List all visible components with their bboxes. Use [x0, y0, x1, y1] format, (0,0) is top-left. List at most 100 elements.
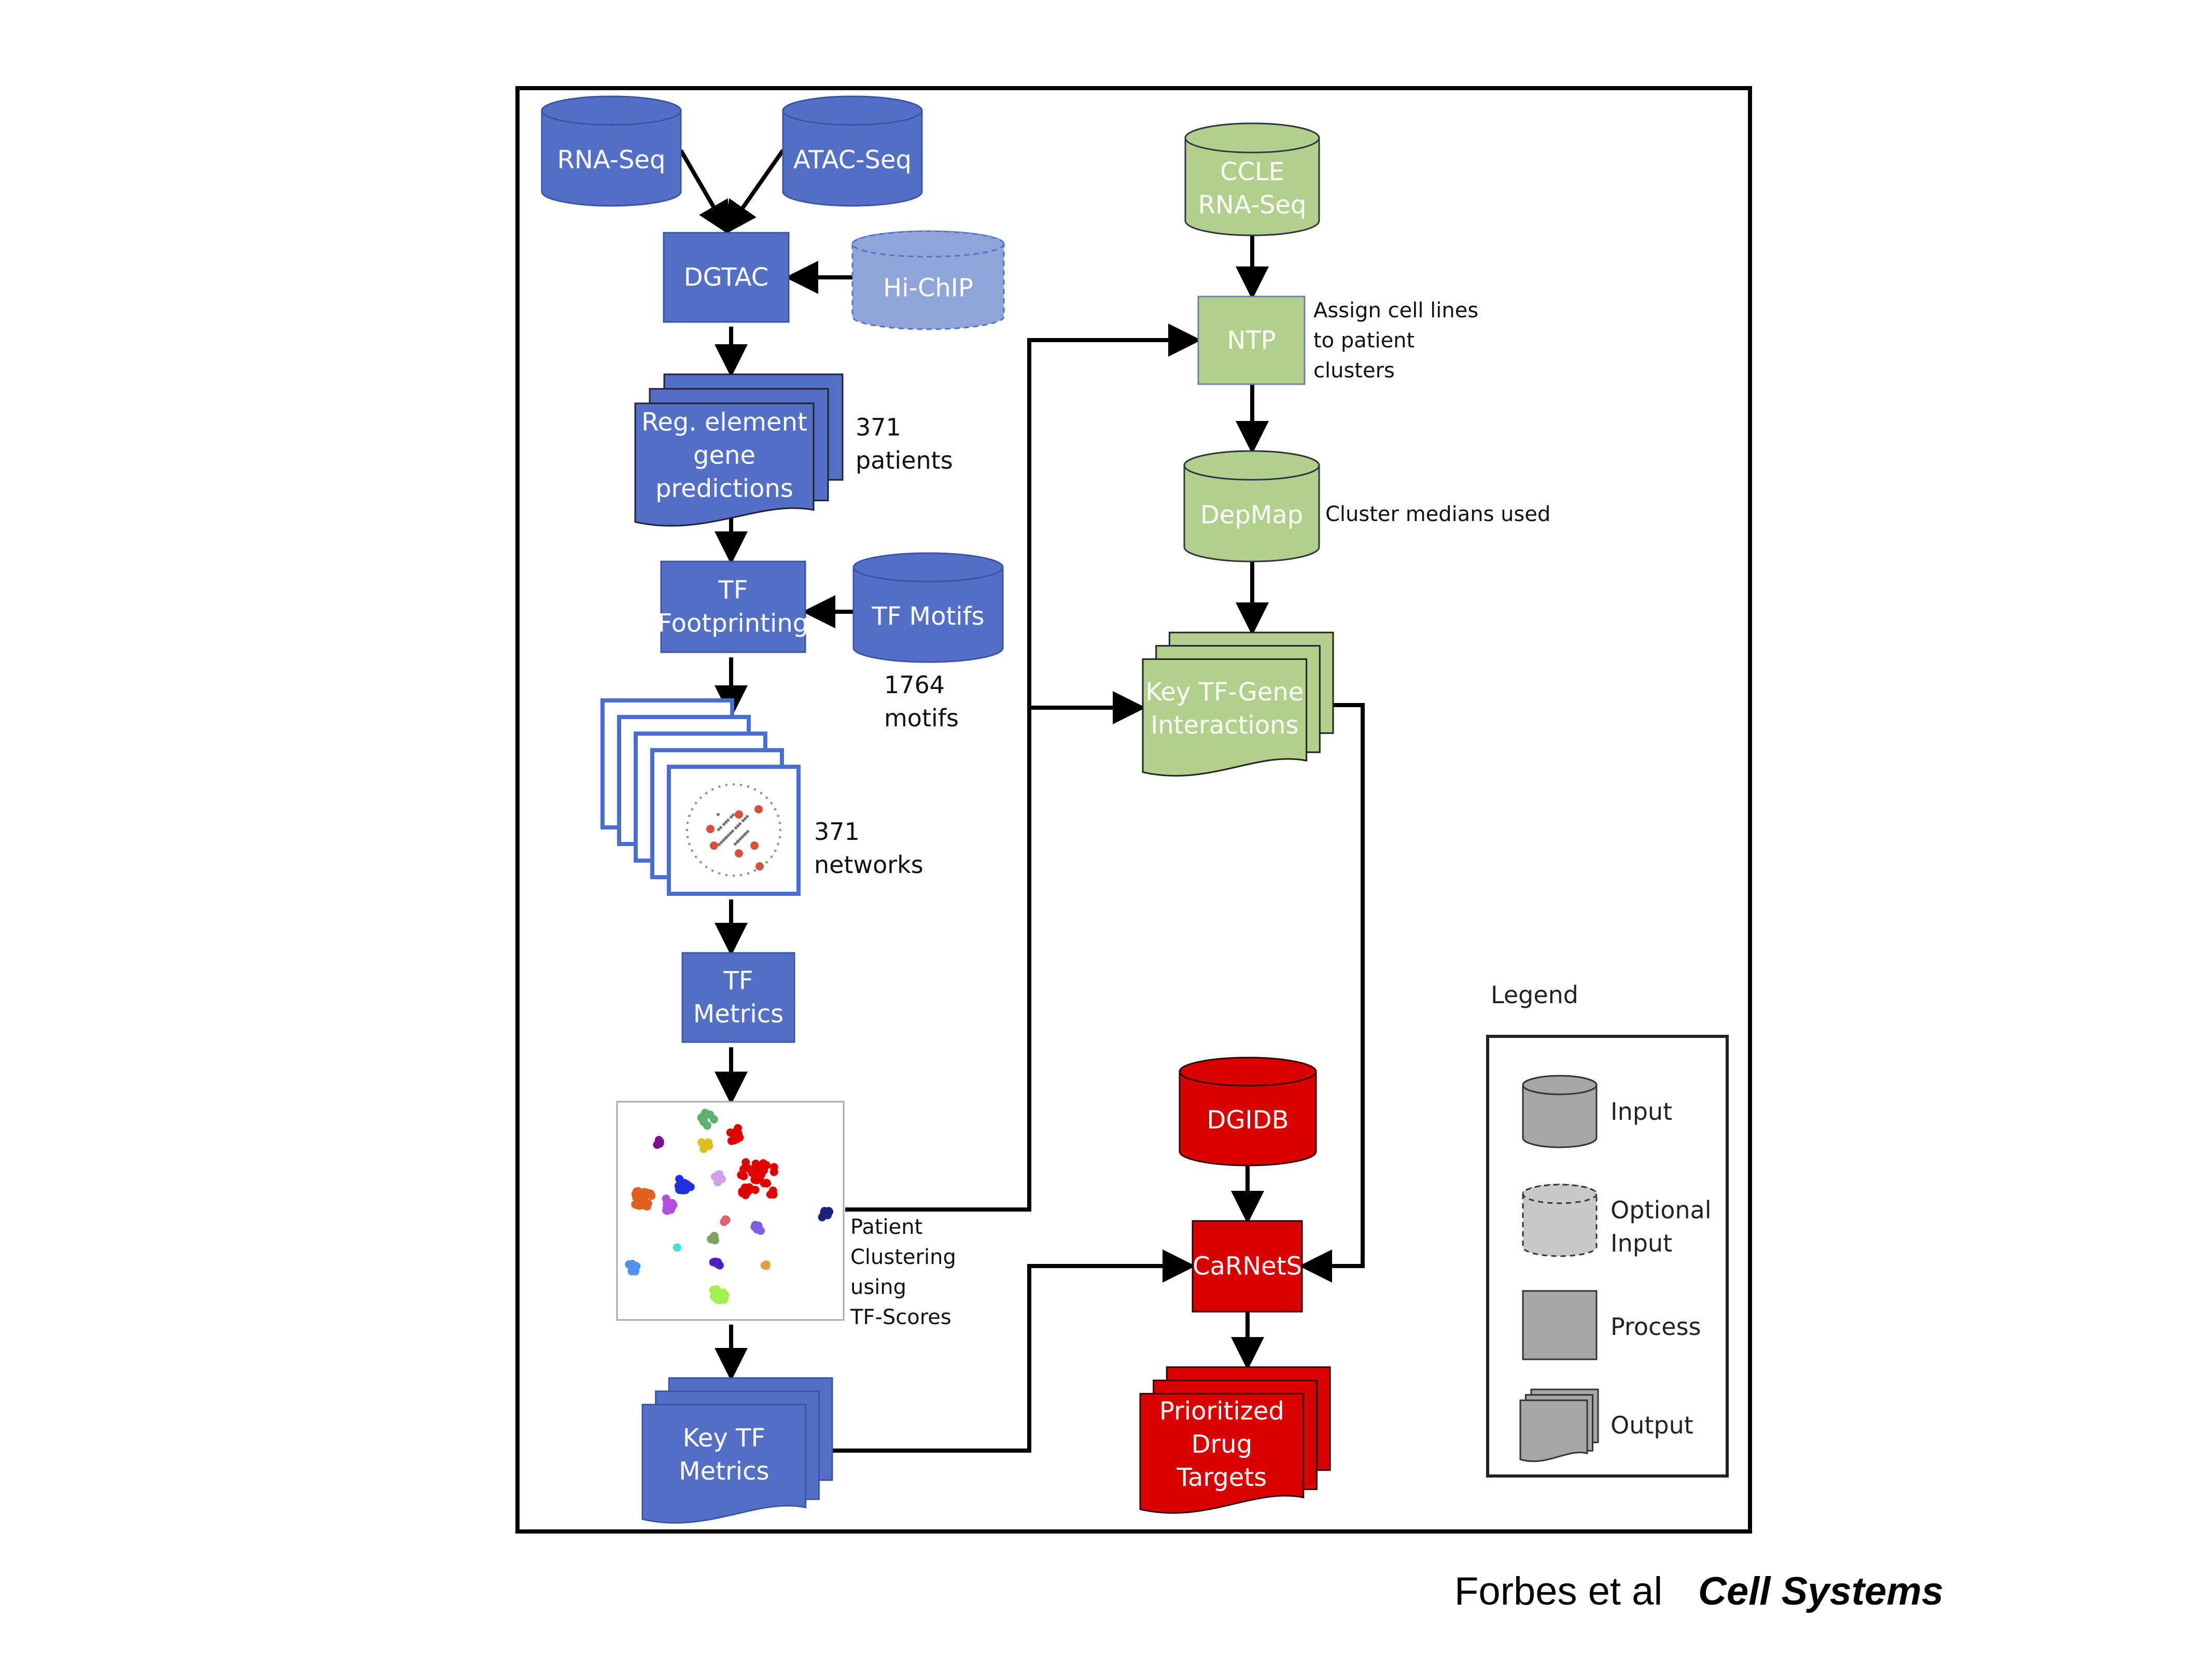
network-node: [778, 821, 781, 824]
node-label: Prioritized: [1159, 1397, 1284, 1426]
node-label: predictions: [655, 474, 793, 503]
dgidb-input: DGIDB: [1179, 1057, 1317, 1166]
node-label: Key TF: [683, 1424, 765, 1453]
cluster-point: [751, 1159, 760, 1168]
network-stack: [600, 698, 801, 896]
node-label: Reg. element: [641, 407, 807, 437]
node-note: 371: [856, 413, 901, 441]
node-note: motifs: [884, 704, 959, 732]
cluster-point: [709, 1292, 718, 1301]
node-label: RNA-Seq: [557, 145, 666, 174]
cluster-point: [760, 1261, 769, 1270]
network-node: [688, 814, 691, 818]
cluster-point: [768, 1186, 777, 1195]
cluster-point: [734, 1130, 743, 1138]
network-node: [717, 813, 720, 816]
network-hub-node: [755, 862, 764, 870]
cluster-point: [722, 1215, 731, 1224]
node-label: Interactions: [1151, 711, 1298, 740]
network-node: [686, 821, 689, 824]
atac-seq-input: ATAC-Seq: [782, 95, 923, 207]
cluster-point: [686, 1183, 695, 1191]
network-node: [734, 826, 737, 830]
node-label: NTP: [1227, 326, 1276, 355]
network-hub-node: [706, 825, 715, 833]
node-label: Footprinting: [658, 609, 808, 638]
network-node: [778, 836, 781, 839]
outer-frame: [515, 86, 1752, 1534]
node-label: TF Motifs: [871, 602, 984, 631]
node-label: CaRNetS: [1193, 1252, 1302, 1281]
network-node: [732, 783, 735, 786]
cluster-point: [751, 1220, 760, 1229]
node-label: CCLE: [1220, 157, 1284, 186]
cluster-point: [745, 1164, 753, 1173]
legend-label: Process: [1611, 1313, 1701, 1341]
network-node: [739, 837, 742, 840]
network-node: [774, 808, 777, 811]
network-hub-node: [710, 841, 718, 850]
edge-scatter-trunk: [845, 324, 1201, 1212]
node-note: using: [850, 1275, 906, 1299]
node-label: DepMap: [1200, 501, 1303, 530]
network-node: [736, 824, 739, 827]
cluster-point: [668, 1203, 677, 1212]
node-label: gene: [693, 441, 755, 470]
network-node: [711, 788, 714, 791]
network-node: [718, 843, 721, 846]
cluster-point: [710, 1231, 719, 1240]
cluster-point: [709, 1115, 718, 1124]
caption-authors: Forbes et al: [1454, 1569, 1662, 1613]
cluster-point: [697, 1138, 706, 1147]
cluster-point: [655, 1139, 664, 1148]
network-node: [699, 861, 702, 864]
network-node: [729, 832, 732, 835]
network-node: [753, 869, 757, 872]
network-node: [711, 869, 714, 872]
carnets-process: CaRNetS: [1192, 1220, 1303, 1313]
rna-seq-input: RNA-Seq: [541, 95, 682, 207]
node-label: Key TF-Gene: [1145, 678, 1304, 707]
node-label: ATAC-Seq: [793, 145, 912, 174]
legend-label: Input: [1611, 1098, 1672, 1126]
network-node: [718, 872, 721, 875]
network-node: [777, 842, 780, 846]
network-node: [724, 821, 727, 824]
network-node: [753, 788, 757, 791]
cluster-point: [745, 1183, 753, 1192]
network-node: [725, 836, 728, 839]
network-node: [747, 785, 750, 788]
network-node: [746, 815, 749, 818]
legend-title: Legend: [1491, 981, 1578, 1009]
node-label: TF: [718, 576, 748, 605]
network-node: [725, 874, 728, 877]
network-node: [722, 839, 725, 842]
network-node: [720, 841, 723, 844]
network-node: [731, 830, 734, 833]
network-node: [765, 861, 768, 864]
cluster-point: [632, 1262, 641, 1271]
network-hub-node: [750, 841, 759, 850]
network-node: [779, 828, 782, 832]
network-node: [691, 849, 694, 852]
caption: Forbes et al Cell Systems: [1454, 1569, 1943, 1613]
network-node: [727, 834, 730, 837]
tf-footprinting-process: TF Footprinting: [658, 560, 808, 653]
legend-item-process: Process: [1522, 1290, 1701, 1360]
cluster-point: [676, 1186, 684, 1194]
network-node: [699, 796, 702, 799]
network-node: [691, 808, 694, 811]
cluster-point: [823, 1211, 832, 1219]
cluster-point: [631, 1200, 640, 1209]
network-node: [747, 872, 750, 875]
dgtac-process: DGTAC: [663, 232, 790, 323]
caption-journal: Cell Systems: [1698, 1569, 1943, 1613]
edge-keytfgene-carnets: [1299, 703, 1365, 1283]
